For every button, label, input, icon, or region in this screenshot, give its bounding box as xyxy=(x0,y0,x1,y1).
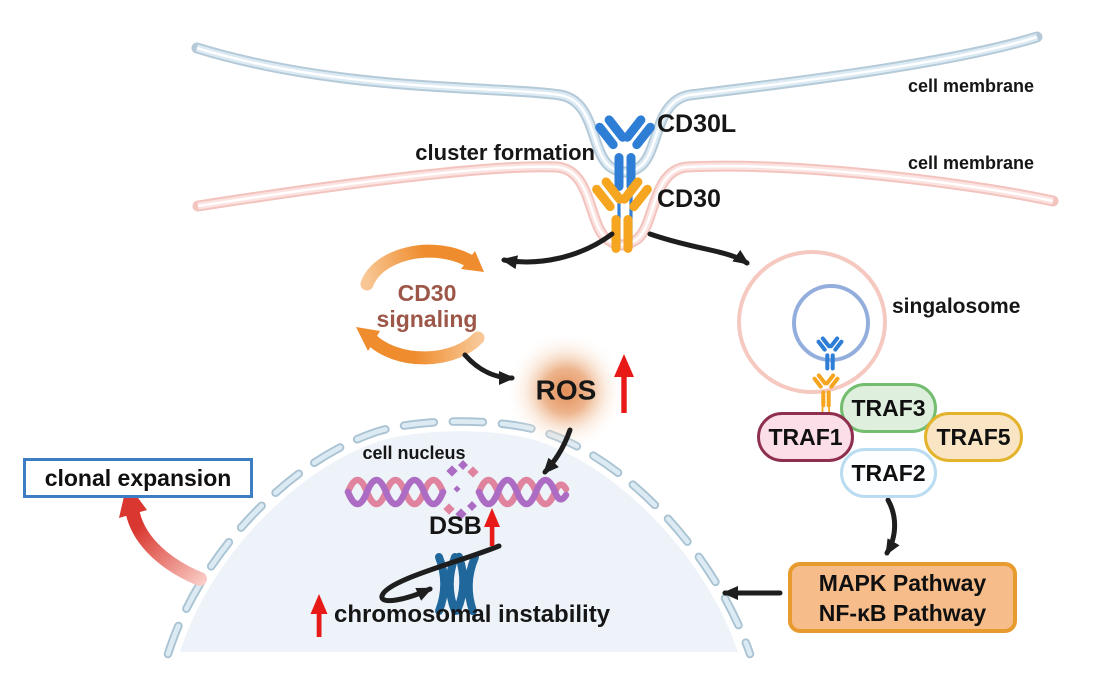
cell-membrane-bottom-label: cell membrane xyxy=(908,153,1035,173)
chromosomal-up-arrow-icon xyxy=(310,594,328,637)
cluster-formation-label: cluster formation xyxy=(415,140,595,165)
cell-membrane-top-icon xyxy=(191,31,1043,178)
black-arrows xyxy=(379,231,900,604)
cd30l-label: CD30L xyxy=(657,110,737,138)
mapk-nfkb-pathway-box: MAPK Pathway NF-κB Pathway xyxy=(788,562,1017,633)
clonal-expansion-box: clonal expansion xyxy=(23,458,253,498)
signalosome-icon xyxy=(737,250,887,420)
arrow-cluster-to-signaling xyxy=(501,231,615,270)
cd30-signaling-cycle-icon xyxy=(356,244,485,365)
red-up-arrow-icons xyxy=(310,354,634,637)
cd30-signaling-line1: CD30 xyxy=(397,280,457,306)
cell-membrane-top-label: cell membrane xyxy=(908,76,1035,96)
dsb-up-arrow-icon xyxy=(484,508,500,546)
ros-up-arrow-icon xyxy=(614,354,634,413)
singalosome-label: singalosome xyxy=(892,295,1021,318)
arrow-signaling-to-ros xyxy=(462,352,515,385)
dsb-label: DSB xyxy=(429,512,482,540)
ros-glow-icon xyxy=(506,331,626,451)
traf5-pill: TRAF5 xyxy=(924,412,1023,462)
cell-nucleus-label: cell nucleus xyxy=(362,443,466,464)
traf1-pill: TRAF1 xyxy=(757,412,854,462)
traf3-pill: TRAF3 xyxy=(840,383,937,433)
cd30-label: CD30 xyxy=(657,185,721,213)
ros-label: ROS xyxy=(535,374,597,406)
nfkb-pathway-label: NF-κB Pathway xyxy=(818,599,987,626)
dna-dsb-icon xyxy=(344,460,570,520)
arrow-ros-to-dna xyxy=(542,427,573,475)
arrow-dsb-to-chromosome xyxy=(379,543,502,604)
cd30-signaling-label: CD30 signaling xyxy=(377,280,478,332)
chromosomal-instability-label: chromosomal instability xyxy=(334,601,611,628)
mapk-pathway-label: MAPK Pathway xyxy=(818,569,987,596)
traf2-pill: TRAF2 xyxy=(840,448,937,498)
cell-membrane-bottom-icon xyxy=(192,160,1059,251)
arrow-traf2-to-mapk xyxy=(884,497,900,556)
arrow-cluster-to-signalosome xyxy=(647,231,750,266)
cd30-signaling-line2: signaling xyxy=(376,306,478,332)
